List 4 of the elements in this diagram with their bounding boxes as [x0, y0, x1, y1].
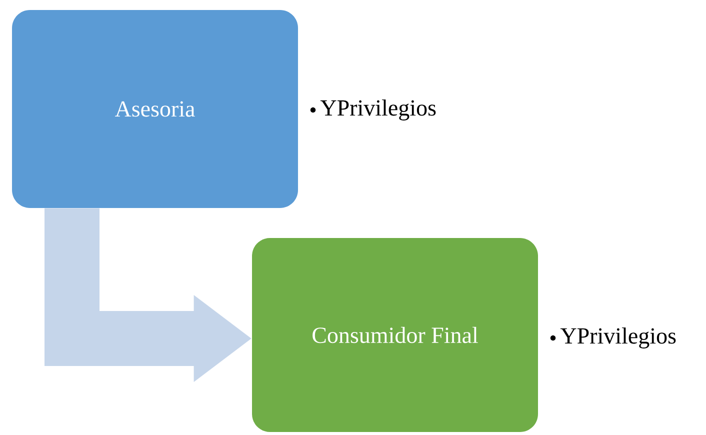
process-box: Asesoria: [12, 10, 298, 208]
bullet-text: YPrivilegios: [320, 100, 436, 120]
bullet-text: YPrivilegios: [560, 328, 676, 348]
process-box: Consumidor Final: [252, 238, 538, 432]
